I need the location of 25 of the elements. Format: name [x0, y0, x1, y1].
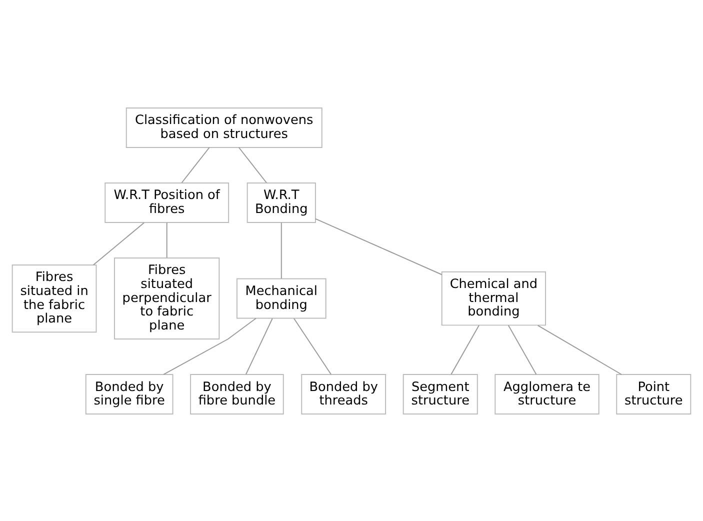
node-box: Segment structure [402, 374, 478, 414]
connector [92, 222, 145, 265]
connector [181, 146, 210, 183]
connector [238, 146, 267, 183]
connector [508, 324, 537, 374]
node-box: Bonded by single fibre [85, 374, 174, 414]
connector [315, 218, 442, 275]
node-box: Agglomera te structure [494, 374, 600, 414]
connector [450, 324, 480, 374]
connector [163, 317, 256, 374]
node-box: W.R.T Bonding [246, 182, 316, 222]
connector [245, 318, 273, 374]
node-box: Bonded by fibre bundle [190, 374, 284, 414]
node-box: Fibres situated in the fabric plane [12, 264, 97, 332]
connector [537, 324, 622, 374]
node-box: Mechanical bonding [236, 278, 326, 318]
node-box: Bonded by threads [301, 374, 386, 414]
node-box: Classification of nonwovens based on structures [126, 106, 322, 148]
connector [294, 318, 332, 374]
connector [166, 222, 168, 258]
node-box: Chemical and thermal bonding [441, 270, 546, 326]
node-box: Fibres situated perpendicular to fabric plane [114, 257, 220, 339]
node-box: W.R.T Position of fibres [104, 182, 230, 222]
connector [280, 222, 282, 279]
node-box: Point structure [616, 374, 692, 414]
